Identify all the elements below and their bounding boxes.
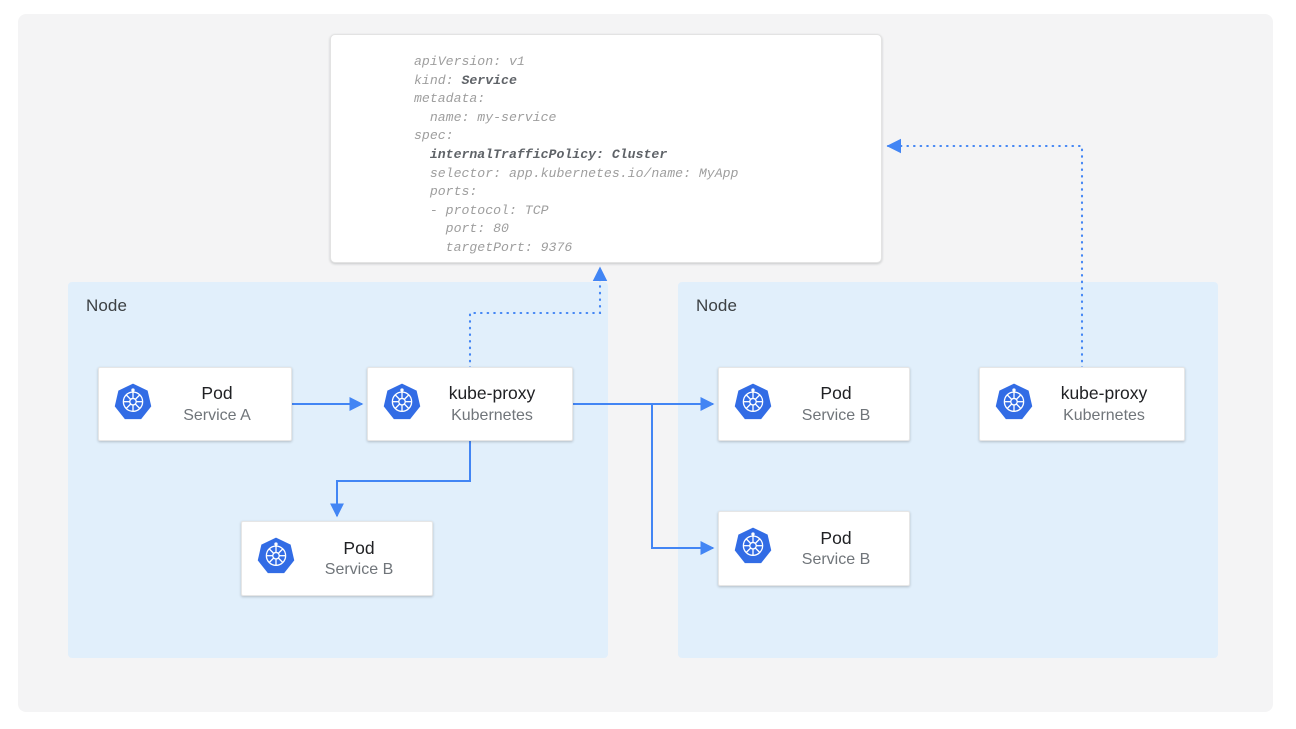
node-group-left xyxy=(68,282,608,658)
card-title: Pod xyxy=(820,527,852,548)
card-subtitle: Kubernetes xyxy=(451,406,533,424)
yaml-line-port: port: 80 xyxy=(414,221,509,237)
card-pod-service-b-remote-bottom[interactable]: Pod Service B xyxy=(718,511,910,586)
kubernetes-icon xyxy=(733,526,773,571)
card-kube-proxy-left-text: kube-proxy Kubernetes xyxy=(422,382,572,426)
kubernetes-icon xyxy=(113,382,153,427)
yaml-line-ports: ports: xyxy=(414,184,478,200)
card-kube-proxy-right-text: kube-proxy Kubernetes xyxy=(1034,382,1184,426)
card-subtitle: Service B xyxy=(801,551,871,568)
card-pod-service-b-remote-bottom-text: Pod Service B xyxy=(773,527,909,571)
yaml-line-metadata: metadata: xyxy=(414,91,486,107)
card-pod-service-a[interactable]: Pod Service A xyxy=(98,367,292,441)
card-pod-service-b-remote-top-text: Pod Service B xyxy=(773,382,909,426)
yaml-line-selector: selector: app.kubernetes.io/name: MyApp xyxy=(414,165,739,181)
card-subtitle: Service B xyxy=(324,561,394,578)
card-subtitle: Service A xyxy=(183,406,251,424)
node-label-right: Node xyxy=(696,296,738,315)
yaml-line-targetport: targetPort: 9376 xyxy=(414,239,573,255)
yaml-line-kind-value: Service xyxy=(461,72,517,88)
yaml-line-apiversion: apiVersion: v1 xyxy=(414,54,525,69)
yaml-line-name: name: my-service xyxy=(414,109,557,125)
card-title: Pod xyxy=(201,383,233,404)
yaml-line-kind-key: kind: xyxy=(414,72,462,88)
yaml-line-protocol: - protocol: TCP xyxy=(414,202,549,218)
service-spec-yaml-box: apiVersion: v1 kind: Service metadata: n… xyxy=(330,34,882,263)
card-subtitle: Kubernetes xyxy=(1063,406,1145,424)
card-subtitle: Service B xyxy=(801,406,871,424)
kubernetes-icon xyxy=(382,382,422,427)
card-kube-proxy-left[interactable]: kube-proxy Kubernetes xyxy=(367,367,573,441)
kubernetes-icon xyxy=(733,382,773,427)
kubernetes-icon xyxy=(256,536,296,581)
card-kube-proxy-right[interactable]: kube-proxy Kubernetes xyxy=(979,367,1185,441)
card-pod-service-b-local[interactable]: Pod Service B xyxy=(241,521,433,596)
yaml-line-spec: spec: xyxy=(414,128,454,144)
card-title: Pod xyxy=(820,383,852,404)
card-pod-service-b-remote-top[interactable]: Pod Service B xyxy=(718,367,910,441)
node-group-right xyxy=(678,282,1218,658)
card-pod-service-a-text: Pod Service A xyxy=(153,382,291,426)
yaml-line-internaltrafficpolicy: internalTrafficPolicy: Cluster xyxy=(414,146,668,162)
card-pod-service-b-local-text: Pod Service B xyxy=(296,537,432,581)
card-title: kube-proxy xyxy=(448,383,536,404)
card-title: Pod xyxy=(343,537,375,558)
kubernetes-icon xyxy=(994,382,1034,427)
service-spec-yaml-code: apiVersion: v1 kind: Service metadata: n… xyxy=(414,53,738,258)
node-label-left: Node xyxy=(86,296,128,315)
card-title: kube-proxy xyxy=(1060,383,1148,404)
